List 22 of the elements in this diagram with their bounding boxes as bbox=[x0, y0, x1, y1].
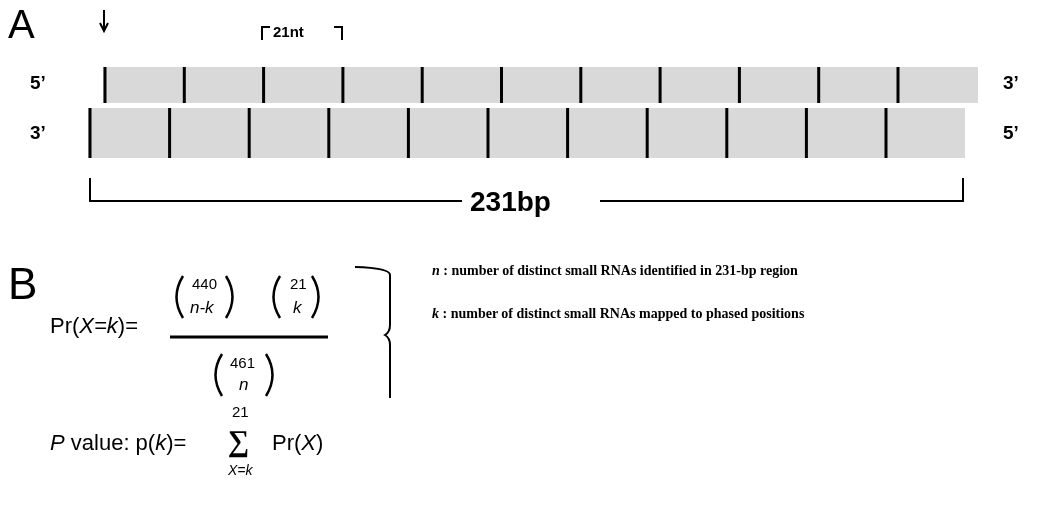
panel-letter: A bbox=[8, 4, 35, 44]
strand-end-label: 3’ bbox=[1003, 73, 1019, 92]
formula-number: 440 bbox=[192, 276, 218, 291]
length-label: 21nt bbox=[273, 24, 304, 39]
formula-text: P value: p(k)= bbox=[50, 432, 187, 454]
panel-letter: B bbox=[8, 262, 38, 306]
formula-number: 461 bbox=[230, 355, 256, 370]
strand-end-label: 5’ bbox=[30, 73, 46, 92]
formula-text: Pr(X=k)= bbox=[50, 315, 139, 337]
sum-symbol: ∑ bbox=[228, 426, 250, 456]
definition-text: n : number of distinct small RNAs identified in 231-bp region bbox=[432, 264, 798, 278]
formula-number: 21 bbox=[232, 404, 249, 419]
formula-variable: X=k bbox=[228, 463, 253, 477]
formula-variable: n-k bbox=[190, 299, 214, 316]
formula-variable: n bbox=[239, 376, 249, 393]
formula-variable: k bbox=[293, 299, 302, 316]
strand-end-label: 3’ bbox=[30, 123, 46, 142]
strand-end-label: 5’ bbox=[1003, 123, 1019, 142]
formula-number: 21 bbox=[290, 276, 307, 291]
length-label: 231bp bbox=[470, 188, 551, 216]
formula-text: Pr(X) bbox=[272, 432, 324, 454]
definition-text: k : number of distinct small RNAs mapped to phased positions bbox=[432, 307, 805, 321]
